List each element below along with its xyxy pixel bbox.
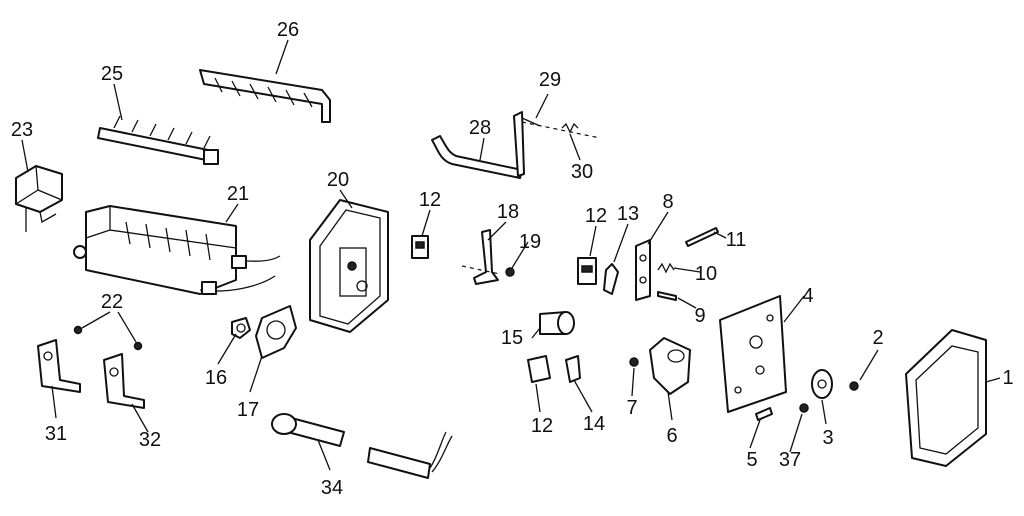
label-19: 19 <box>519 231 541 253</box>
label-12-b: 12 <box>585 205 607 227</box>
label-28: 28 <box>469 117 491 139</box>
label-14: 14 <box>583 413 605 435</box>
part-23-fill-cup <box>15 165 63 232</box>
label-37: 37 <box>779 449 801 471</box>
label-2: 2 <box>872 327 883 349</box>
part-20-housing <box>309 199 389 333</box>
part-25-ejector <box>97 115 219 165</box>
part-5-screw <box>755 407 773 421</box>
part-9-screw <box>657 291 677 301</box>
part-21-mold <box>73 205 281 295</box>
label-8: 8 <box>662 191 673 213</box>
label-31: 31 <box>45 423 67 445</box>
part-29-arm-lever <box>513 111 541 177</box>
part-11-pin <box>685 227 719 247</box>
part-3-knob <box>811 369 833 399</box>
label-30: 30 <box>571 161 593 183</box>
label-20: 20 <box>327 169 349 191</box>
part-2-screw <box>849 381 859 391</box>
part-12-switch-c <box>527 355 551 383</box>
label-34: 34 <box>321 477 343 499</box>
part-4-plate <box>719 295 787 413</box>
part-6-motor <box>649 337 691 395</box>
label-17: 17 <box>237 399 259 421</box>
label-22: 22 <box>101 291 123 313</box>
part-14-cam <box>565 355 581 383</box>
label-11: 11 <box>726 229 747 251</box>
part-34-harness <box>271 413 453 479</box>
part-17-clip <box>255 305 297 359</box>
part-31-bracket <box>37 339 81 393</box>
part-32-bracket <box>103 353 145 409</box>
part-12-switch-a <box>411 235 429 259</box>
part-19-screw <box>505 267 515 277</box>
label-23: 23 <box>11 119 33 141</box>
part-8-bracket <box>635 239 651 301</box>
label-9: 9 <box>694 305 705 327</box>
label-21: 21 <box>227 183 249 205</box>
part-28-shutoff-arm <box>431 135 523 179</box>
leader-lines <box>21 39 1001 471</box>
label-25: 25 <box>101 63 123 85</box>
label-1: 1 <box>1002 367 1013 389</box>
part-13-link <box>603 263 619 295</box>
part-7-screw <box>629 357 639 367</box>
part-18-lever <box>461 229 501 285</box>
part-1-cover <box>905 329 987 467</box>
label-12-a: 12 <box>419 189 441 211</box>
part-37-nut <box>799 403 809 413</box>
part-10-spring <box>657 262 675 274</box>
part-30-spring <box>561 122 579 134</box>
label-7: 7 <box>626 397 637 419</box>
label-13: 13 <box>617 203 639 225</box>
label-3: 3 <box>822 427 833 449</box>
part-26-stripper <box>199 69 331 123</box>
label-15: 15 <box>501 327 523 349</box>
label-10: 10 <box>695 263 717 285</box>
part-22-screws <box>73 325 143 351</box>
label-6: 6 <box>666 425 677 447</box>
part-16-thermostat <box>231 317 251 339</box>
label-32: 32 <box>139 429 161 451</box>
label-26: 26 <box>277 19 299 41</box>
part-12-switch-b <box>577 257 597 285</box>
part-15-gear <box>539 311 575 335</box>
label-12-c: 12 <box>531 415 553 437</box>
label-18: 18 <box>497 201 519 223</box>
label-5: 5 <box>746 449 757 471</box>
part-number-labels: 26 25 23 21 22 31 32 16 17 20 29 28 30 1… <box>11 19 1014 499</box>
label-29: 29 <box>539 69 561 91</box>
label-16: 16 <box>205 367 227 389</box>
label-4: 4 <box>802 285 813 307</box>
